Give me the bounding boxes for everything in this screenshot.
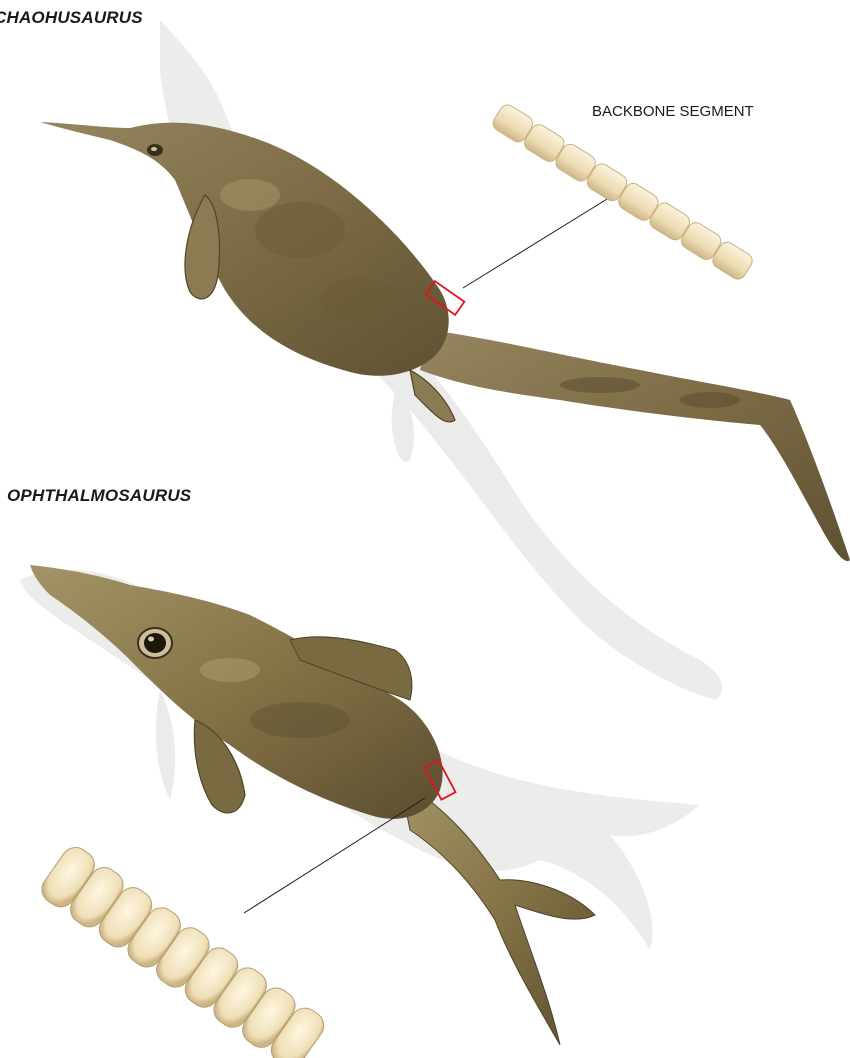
leader-line-bottom: [244, 798, 425, 913]
leader-line-top: [463, 196, 612, 288]
chaohusaurus-body: [40, 122, 850, 561]
backbone-segment-bottom: [36, 842, 329, 1058]
backbone-segment-top: [490, 102, 755, 282]
